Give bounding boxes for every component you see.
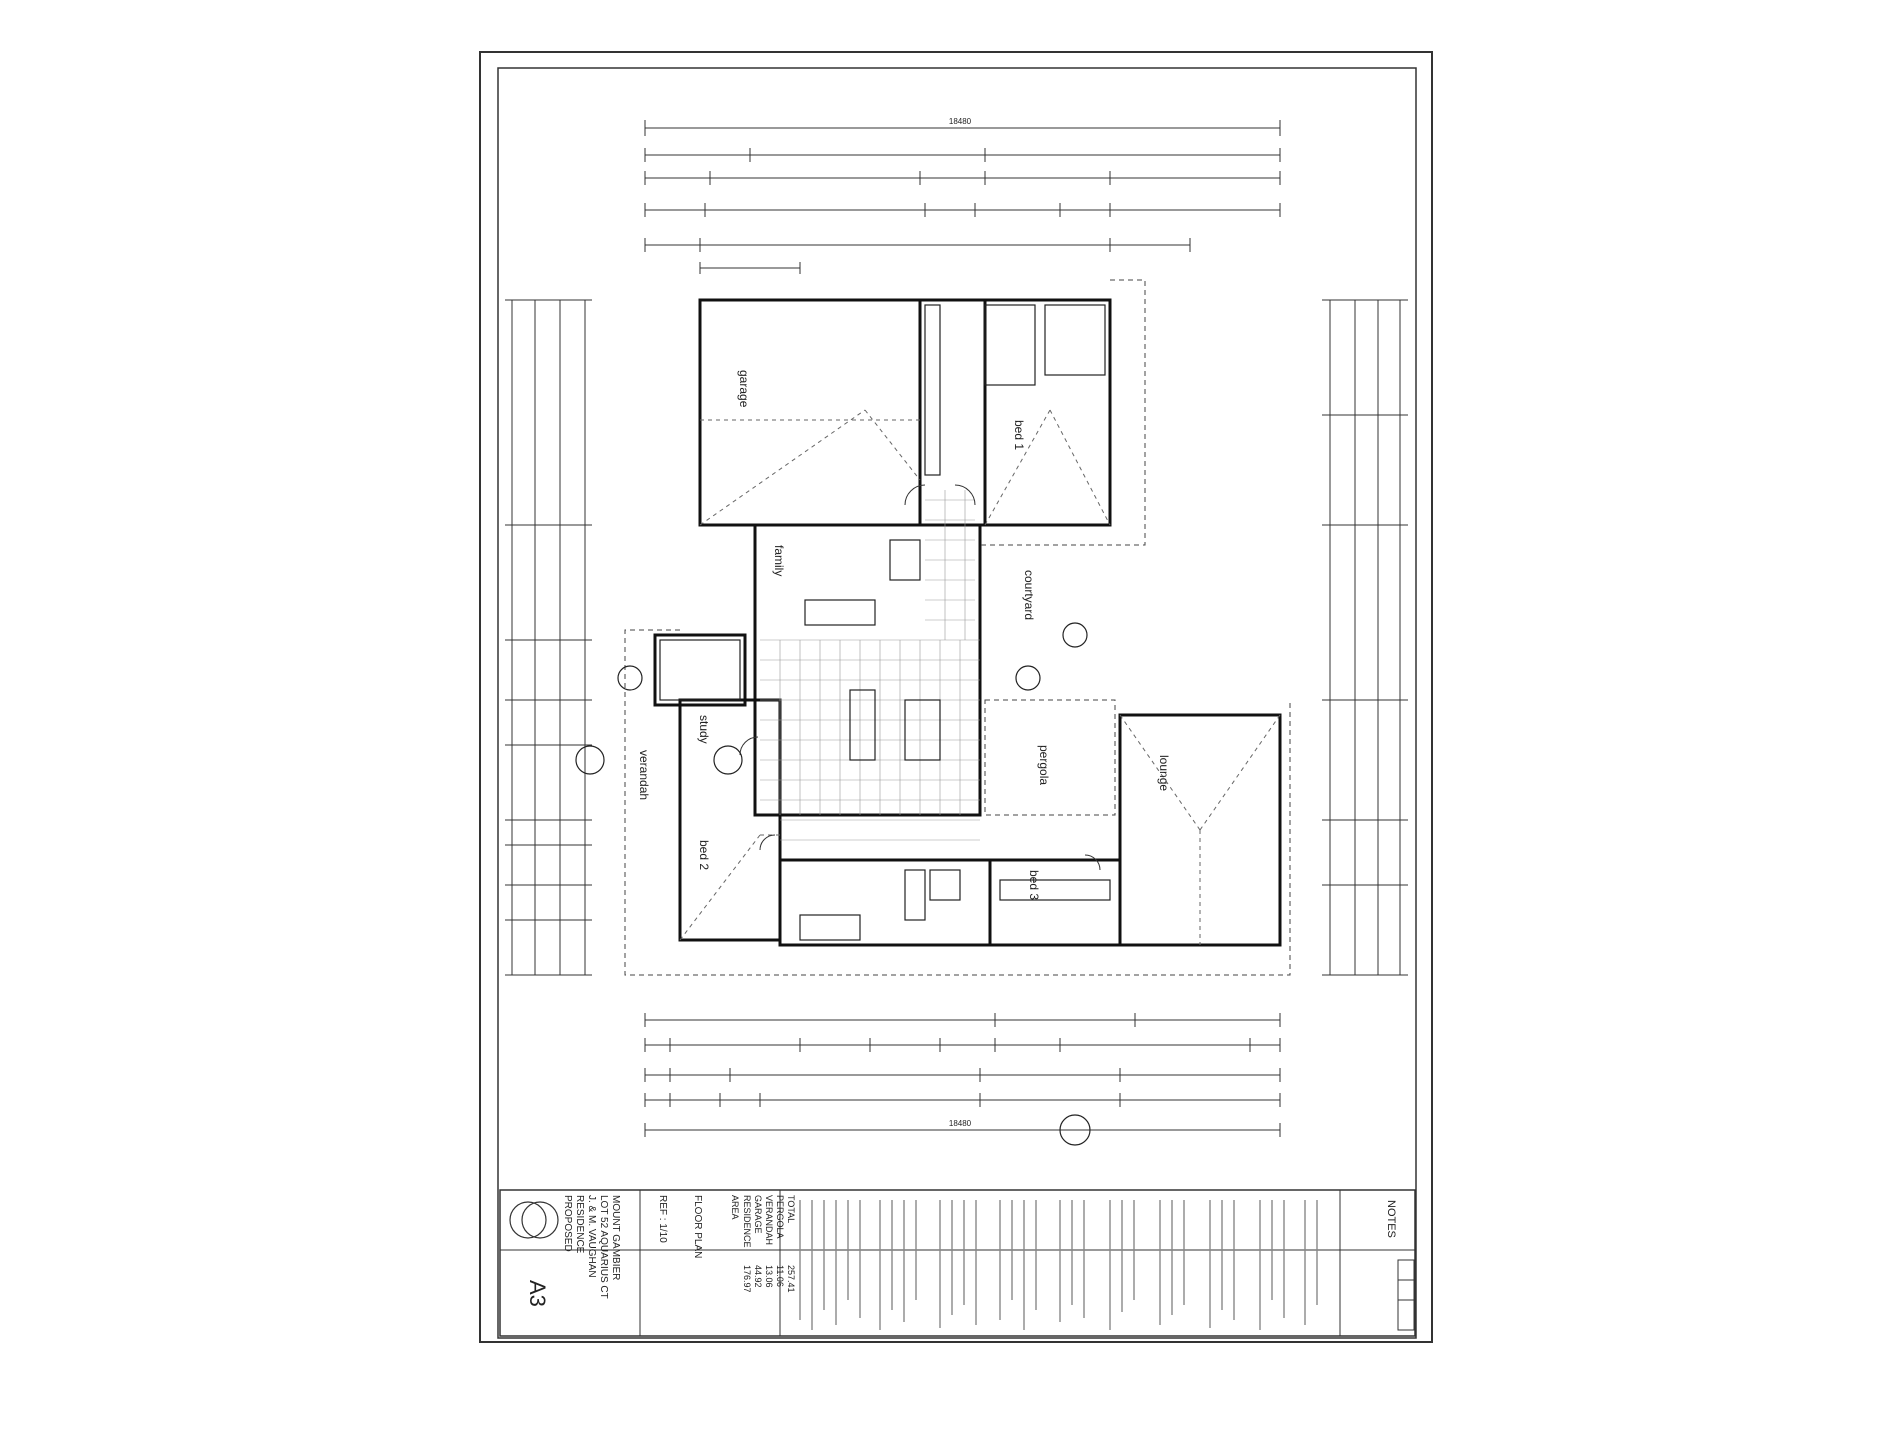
outer-border <box>479 51 1433 1343</box>
room-label-family: family <box>772 545 786 576</box>
verandah-outlines <box>624 279 1291 976</box>
area-row-label: TOTAL <box>786 1195 796 1223</box>
area-row-value: 257.41 <box>786 1265 796 1293</box>
bottom-overall-dimension: 18480 <box>949 1119 972 1128</box>
area-row-value: 13.06 <box>764 1265 774 1288</box>
drawing-title: FLOOR PLAN <box>692 1195 703 1258</box>
door-swings <box>739 484 1101 871</box>
room-label-bed3: bed 3 <box>1027 870 1041 900</box>
notes-fine-print <box>799 1200 1318 1330</box>
room-label-verandah: verandah <box>637 750 651 800</box>
fixtures <box>659 304 1111 941</box>
area-row-value: 11.06 <box>775 1265 785 1287</box>
sheet-code: A3 <box>525 1280 550 1307</box>
area-row-value: 176.97 <box>742 1265 752 1293</box>
revision-box <box>1397 1259 1415 1331</box>
project-line-3: J. & M. VAUGHAN <box>586 1195 597 1278</box>
room-label-bed1: bed 1 <box>1012 420 1026 450</box>
top-dimension-strings <box>644 120 1281 274</box>
room-label-pergola: pergola <box>1037 745 1051 785</box>
left-dimension-strings <box>505 299 592 976</box>
room-label-bed2: bed 2 <box>697 840 711 870</box>
area-row-label: RESIDENCE <box>742 1195 752 1248</box>
right-dimension-strings <box>1322 299 1408 976</box>
title-block <box>499 1189 1416 1337</box>
inner-border <box>497 67 1417 1339</box>
area-row-label: PERGOLA <box>775 1195 785 1239</box>
firm-logo-icon <box>509 1201 547 1239</box>
area-row-label: GARAGE <box>753 1195 763 1234</box>
bottom-dimension-strings <box>644 1013 1281 1137</box>
area-row-value: 44.92 <box>753 1265 763 1288</box>
area-heading: AREA <box>730 1195 740 1220</box>
notes-label: NOTES <box>1385 1200 1397 1238</box>
room-label-courtyard: courtyard <box>1022 570 1036 620</box>
tiled-floor <box>760 490 980 841</box>
area-schedule: AREA RESIDENCE 176.97 GARAGE 44.92 VERAN… <box>730 1195 796 1293</box>
project-line-4: LOT 52 AQUARIUS CT <box>598 1195 609 1299</box>
project-info: PROPOSED RESIDENCE J. & M. VAUGHAN LOT 5… <box>562 1195 621 1299</box>
room-label-garage: garage <box>737 370 751 408</box>
area-row-label: VERANDAH <box>764 1195 774 1245</box>
room-label-study: study <box>697 715 711 744</box>
top-overall-dimension: 18480 <box>949 117 972 126</box>
project-line-1: PROPOSED <box>562 1195 573 1252</box>
room-label-lounge: lounge <box>1157 755 1171 791</box>
roof-hip-lines <box>679 409 1281 945</box>
project-line-2: RESIDENCE <box>574 1195 585 1254</box>
section-markers <box>575 622 1091 1146</box>
project-line-5: MOUNT GAMBIER <box>610 1195 621 1280</box>
scale-label: REF : 1/10 <box>657 1195 668 1243</box>
